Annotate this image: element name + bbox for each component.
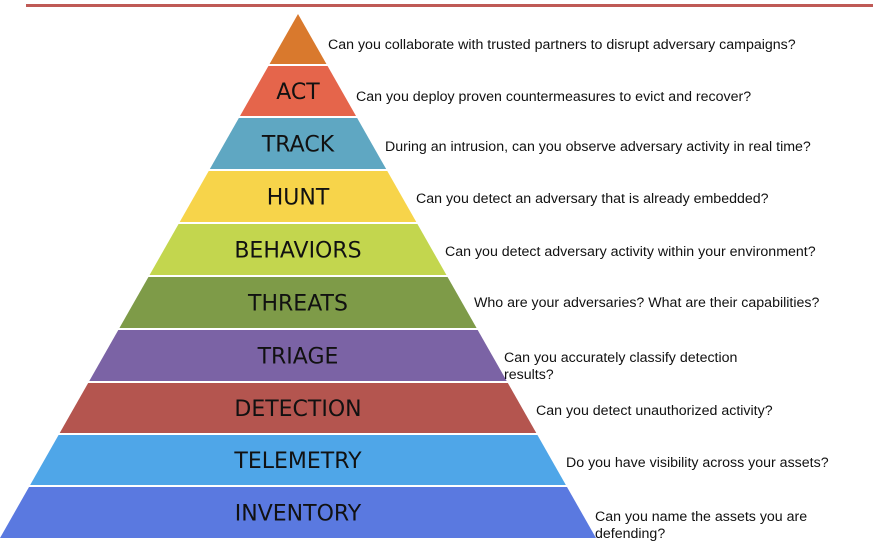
layer-label-detection: DETECTION xyxy=(234,397,361,422)
pyramid-band-act xyxy=(239,66,357,116)
pyramid-band-apex xyxy=(269,14,327,64)
question-detection: Can you detect unauthorized activity? xyxy=(536,403,773,419)
pyramid-band-threats xyxy=(119,277,477,328)
question-track: During an intrusion, can you observe adv… xyxy=(385,139,811,155)
question-act: Can you deploy proven countermeasures to… xyxy=(356,89,752,105)
question-telemetry: Do you have visibility across your asset… xyxy=(566,455,829,471)
pyramid-band-triage xyxy=(89,330,507,381)
layer-label-behaviors: BEHAVIORS xyxy=(234,239,361,264)
layer-label-hunt: HUNT xyxy=(267,186,330,211)
question-behaviors: Can you detect adversary activity within… xyxy=(445,244,816,260)
pyramid-band-hunt xyxy=(179,171,417,222)
question-inventory: Can you name the assets you are defendin… xyxy=(595,509,808,542)
pyramid-band-telemetry xyxy=(30,435,566,485)
layer-label-triage: TRIAGE xyxy=(257,345,339,370)
layer-label-threats: THREATS xyxy=(247,292,348,317)
top-divider xyxy=(26,4,873,7)
question-hunt: Can you detect an adversary that is alre… xyxy=(416,191,769,207)
question-collaborate: Can you collaborate with trusted partner… xyxy=(328,37,796,53)
layer-label-act: ACT xyxy=(276,80,320,105)
question-triage: Can you accurately classify detection re… xyxy=(504,350,738,383)
pyramid-band-track xyxy=(209,118,387,169)
layer-label-track: TRACK xyxy=(261,133,335,158)
pyramid-band-inventory xyxy=(0,487,596,538)
question-threats: Who are your adversaries? What are their… xyxy=(474,295,820,311)
layer-label-inventory: INVENTORY xyxy=(235,502,362,527)
pyramid-band-behaviors xyxy=(149,224,447,275)
pyramid-band-detection xyxy=(59,383,537,433)
layer-label-telemetry: TELEMETRY xyxy=(233,449,362,474)
